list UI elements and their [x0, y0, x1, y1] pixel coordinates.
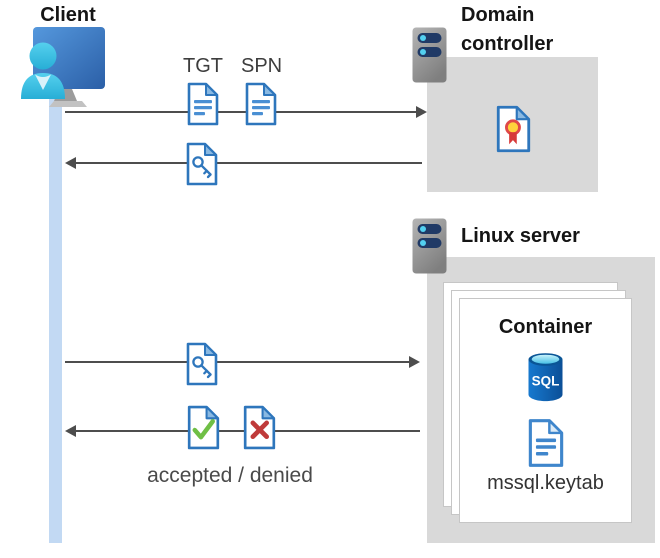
tgt-label: TGT	[183, 55, 223, 77]
keytab-document-icon	[528, 419, 564, 467]
container-label: Container	[498, 316, 593, 338]
container-card	[459, 298, 632, 523]
certificate-document-icon	[496, 105, 531, 153]
server-icon	[412, 27, 447, 83]
sql-label: SQL	[532, 374, 560, 389]
sql-database-icon: SQL	[528, 353, 563, 402]
accepted-denied-label: accepted / denied	[147, 464, 313, 487]
user-at-monitor-icon	[21, 27, 105, 107]
spn-document-icon	[245, 82, 277, 126]
spn-label: SPN	[241, 55, 283, 77]
arrow-dc-to-client	[65, 157, 422, 169]
key-document-icon	[186, 342, 218, 386]
linux-server-label: Linux server	[461, 225, 580, 247]
arrow-client-to-linux	[65, 356, 420, 368]
server-icon	[412, 218, 447, 274]
client-lifeline	[49, 84, 62, 543]
cross-document-icon	[243, 405, 276, 450]
arrow-client-to-dc	[65, 106, 427, 118]
keytab-label: mssql.keytab	[487, 472, 604, 494]
client-label: Client	[40, 4, 96, 26]
check-document-icon	[187, 405, 220, 450]
tgt-document-icon	[187, 82, 219, 126]
domain-controller-label: Domain controller	[461, 4, 554, 55]
key-document-icon	[186, 142, 218, 186]
